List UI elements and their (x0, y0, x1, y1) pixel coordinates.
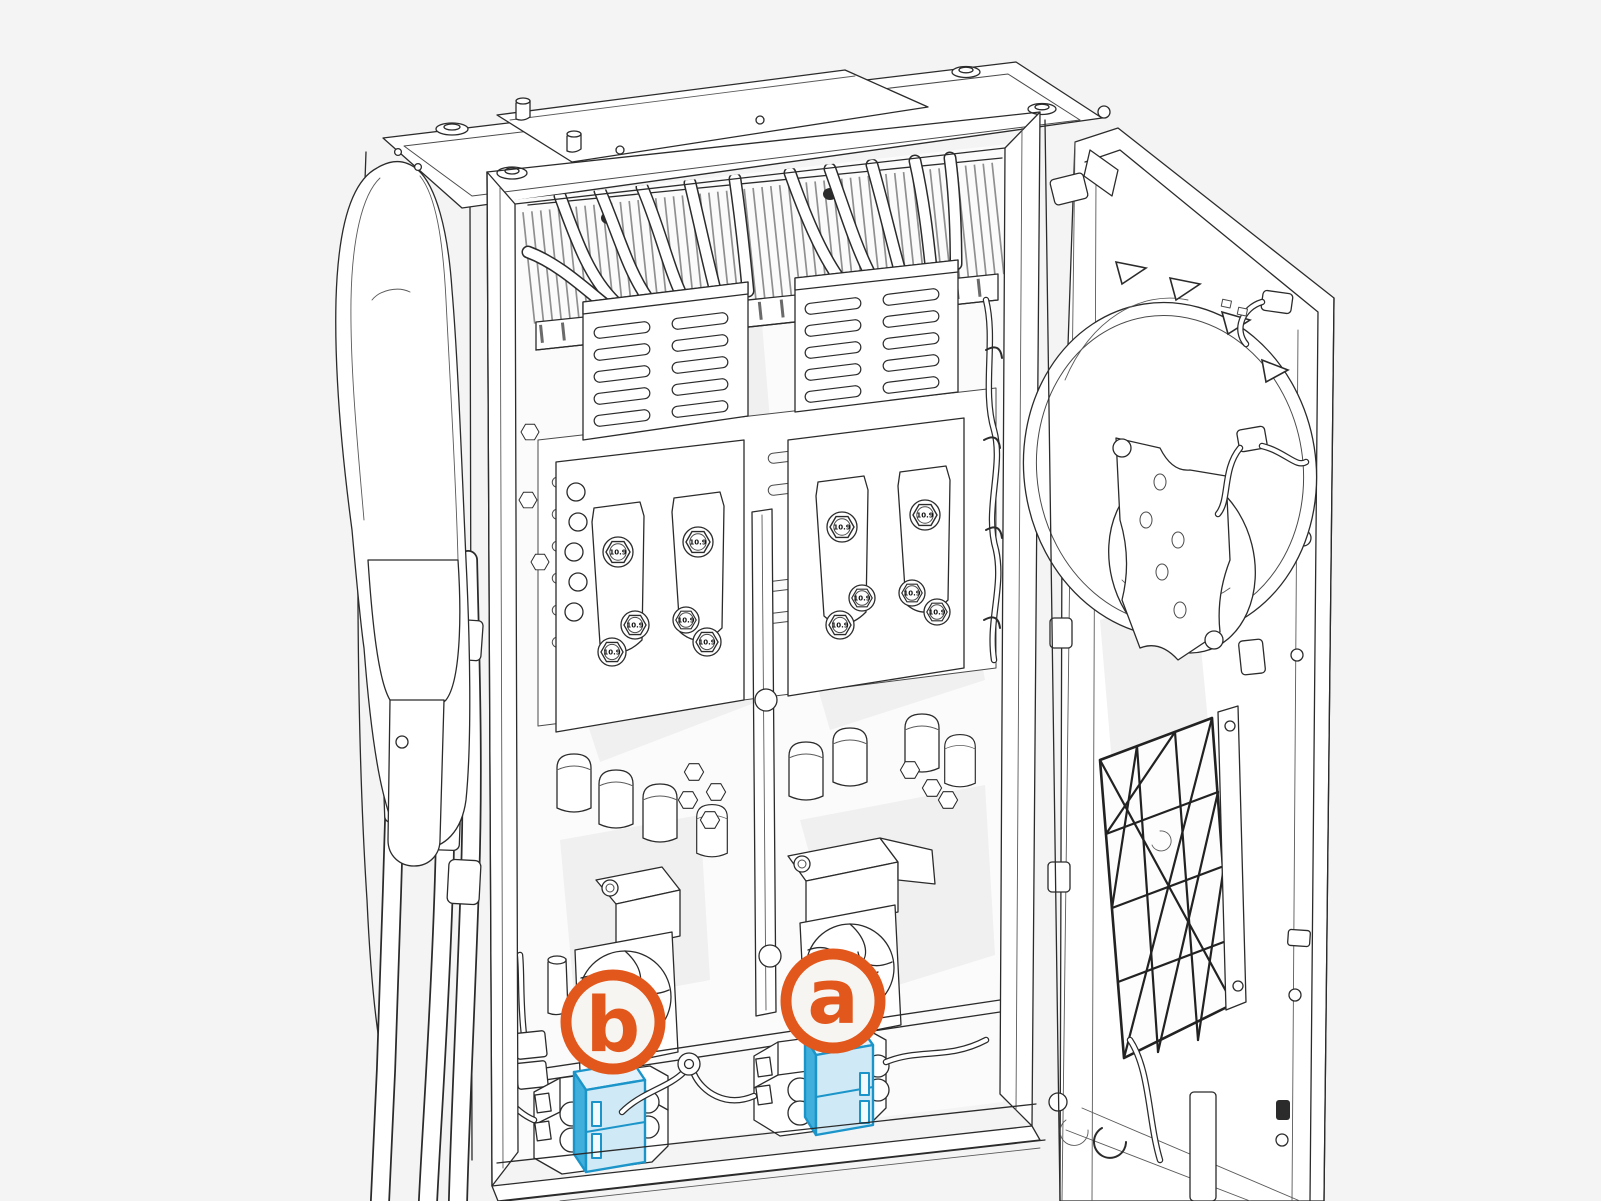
svg-text:10.9: 10.9 (689, 538, 706, 546)
bottom-sill (491, 1103, 1046, 1201)
door-bottom-structure (1065, 1036, 1301, 1201)
standoff-bolt (393, 97, 765, 172)
aux-connectors (514, 951, 569, 1090)
bolt-10-9: 10.9 (825, 610, 855, 640)
bolt-10-9: 10.9 (597, 637, 627, 667)
filter-rail (1217, 638, 1266, 1011)
bolt-10-9: 10.9 (898, 579, 926, 607)
marker-a-label: a (807, 952, 858, 1041)
bolts-10-9: 10.9 10.9 10.9 10.9 10.9 10.9 10.9 10.9 … (597, 499, 951, 667)
svg-text:10.9: 10.9 (853, 594, 870, 602)
bolt-10-9: 10.9 (682, 526, 714, 558)
svg-text:10.9: 10.9 (626, 621, 643, 629)
center-divider (751, 508, 782, 1017)
fan-bracket (1115, 437, 1231, 661)
airflow-arrow-icon (1114, 260, 1290, 384)
washer (435, 65, 1057, 180)
bolt-10-9: 10.9 (909, 499, 941, 531)
fuse-cover-b-highlight (572, 1060, 647, 1174)
svg-text:10.9: 10.9 (928, 608, 945, 616)
cabinet-frame (486, 111, 1046, 1201)
door-latch (1238, 638, 1266, 676)
door-fan (1022, 260, 1318, 661)
svg-text:10.9: 10.9 (903, 589, 920, 597)
bolt-10-9: 10.9 (848, 584, 876, 612)
marker-b: b (560, 969, 666, 1075)
top-lid (496, 69, 929, 163)
cable-holster (335, 160, 471, 867)
module-cables (521, 151, 963, 317)
contactor-right (787, 837, 936, 933)
bolt-10-9: 10.9 (602, 536, 634, 568)
door-gap-line (1044, 119, 1061, 1201)
svg-text:10.9: 10.9 (609, 548, 626, 556)
power-module-left (582, 281, 749, 441)
service-door (1022, 105, 1335, 1201)
marker-a: a (780, 948, 886, 1054)
svg-text:10.9: 10.9 (603, 648, 620, 656)
air-filter (1098, 716, 1235, 1060)
power-module-right (794, 259, 959, 413)
bolt-10-9: 10.9 (826, 511, 858, 543)
svg-text:10.9: 10.9 (916, 511, 933, 519)
fuse-block-b (533, 1060, 669, 1175)
door-connector (1220, 289, 1294, 348)
bolt-10-9: 10.9 (620, 610, 650, 640)
bolt-10-9: 10.9 (923, 598, 951, 626)
svg-text:10.9: 10.9 (677, 616, 694, 624)
fan-sensor-wiring (1214, 425, 1310, 518)
bolt-10-9: 10.9 (692, 627, 722, 657)
contactor-left (595, 866, 681, 951)
bolt-10-9: 10.9 (672, 606, 700, 634)
svg-text:10.9: 10.9 (833, 523, 850, 531)
marker-b-label: b (586, 980, 640, 1069)
svg-text:10.9: 10.9 (831, 621, 848, 629)
svg-text:10.9: 10.9 (698, 638, 715, 646)
top-mounting-plate (382, 61, 1103, 209)
